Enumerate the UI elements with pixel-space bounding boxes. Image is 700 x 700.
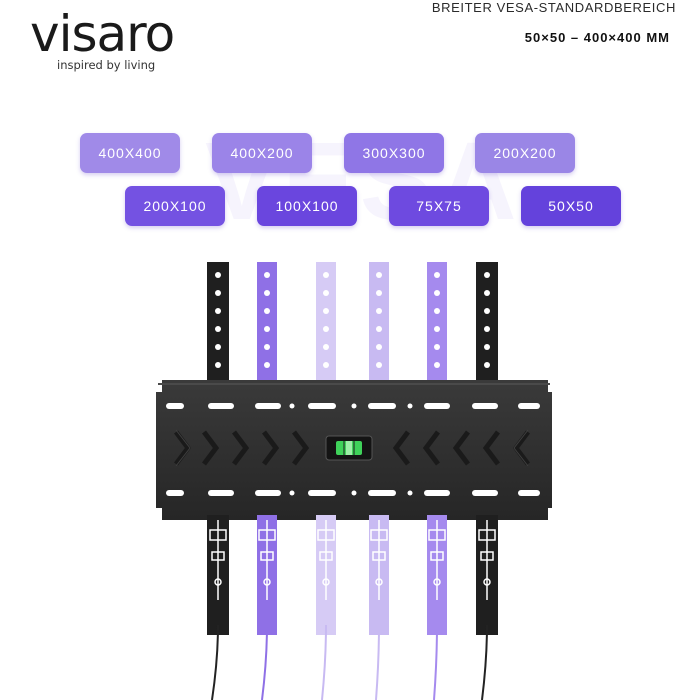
upper-arms bbox=[207, 262, 498, 390]
heading-title: BREITER VESA-STANDARDBEREICH bbox=[431, 0, 676, 15]
size-chip-400x400: 400X400 bbox=[80, 133, 180, 173]
size-chip-400x200: 400X200 bbox=[212, 133, 312, 173]
size-chip-100x100: 100X100 bbox=[257, 186, 357, 226]
size-chip-50x50: 50X50 bbox=[521, 186, 621, 226]
bubble-level-icon bbox=[325, 435, 373, 461]
size-chip-75x75: 75X75 bbox=[389, 186, 489, 226]
brand-tagline: inspired by living bbox=[57, 58, 156, 72]
brand-logo: visaro inspired by living bbox=[30, 5, 175, 72]
brand-name: visaro bbox=[30, 5, 175, 63]
size-chip-200x200: 200X200 bbox=[475, 133, 575, 173]
chevron-icon bbox=[174, 430, 530, 466]
heading-range: 50×50 – 400×400 MM bbox=[524, 30, 670, 45]
lower-arms bbox=[207, 515, 498, 700]
size-chip-200x100: 200X100 bbox=[125, 186, 225, 226]
size-chip-300x300: 300X300 bbox=[344, 133, 444, 173]
